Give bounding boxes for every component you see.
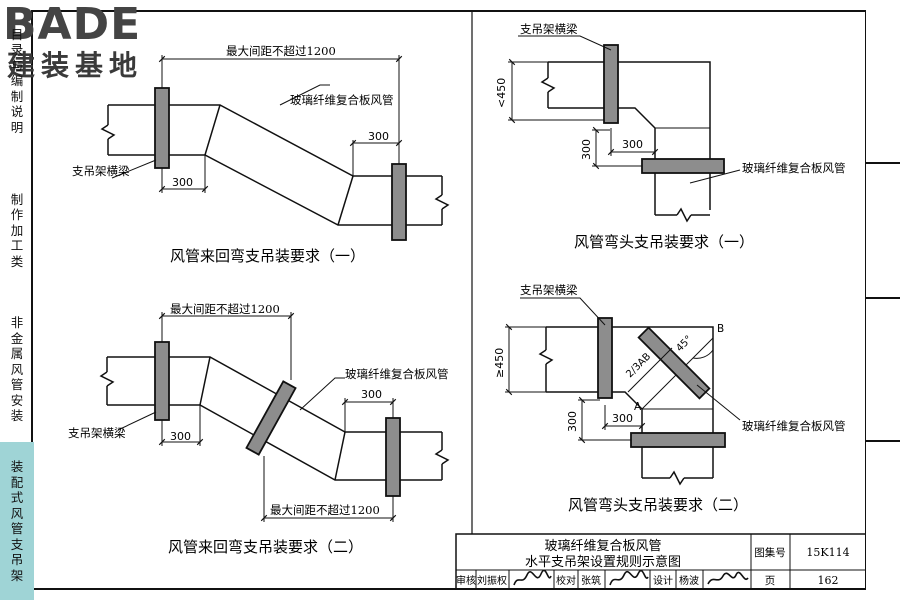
sidebar-divider	[866, 440, 900, 442]
d4-caption: 风管弯头支吊装要求（二）	[568, 496, 748, 514]
d3-dim-450: <450	[495, 78, 508, 108]
hanger-beam	[641, 158, 725, 174]
reviewer-name: 刘振权	[477, 574, 507, 587]
d3-dim-300-v: 300	[580, 139, 593, 160]
d1-hanger-label: 支吊架横梁	[72, 164, 130, 178]
d4-angle: 45°	[674, 334, 694, 354]
hanger-beam	[630, 432, 726, 448]
checker-name: 张筑	[581, 574, 601, 587]
watermark-logo: BADE 建装基地	[3, 0, 171, 88]
hanger-beam	[603, 44, 619, 124]
d2-hanger-label: 支吊架横梁	[68, 426, 126, 440]
hanger-beam	[154, 341, 170, 421]
d1-dim-300-left: 300	[172, 176, 193, 189]
signature-reviewer	[513, 569, 552, 586]
d4-point-a: A	[634, 401, 642, 413]
d4-dim-300-v: 300	[566, 411, 579, 432]
diagram-2	[99, 312, 450, 522]
hanger-beam-angled	[245, 380, 297, 456]
d2-dim-300-left: 300	[170, 430, 191, 443]
page-label: 页	[765, 575, 776, 587]
hanger-beam	[385, 417, 401, 497]
sidebar-divider	[866, 162, 900, 164]
d4-hanger-label: 支吊架横梁	[520, 283, 578, 297]
d4-point-b: B	[717, 323, 724, 335]
d3-duct-label: 玻璃纤维复合板风管	[742, 161, 846, 175]
diagram-3	[508, 35, 741, 223]
sidebar-divider	[866, 297, 900, 299]
d4-dim-300-h: 300	[612, 412, 633, 425]
hanger-beam-angled	[637, 326, 711, 400]
d4-ratio: 2/3AB	[624, 351, 653, 380]
d3-dim-300-h: 300	[622, 138, 643, 151]
hanger-beam	[391, 163, 407, 241]
watermark-subtitle: 建装基地	[7, 49, 144, 82]
d1-duct-label: 玻璃纤维复合板风管	[290, 93, 394, 107]
diagram-4	[505, 297, 741, 486]
d3-caption: 风管弯头支吊装要求（一）	[574, 233, 754, 251]
design-label: 设计	[653, 574, 673, 587]
title-line-2: 水平支吊架设置规则示意图	[525, 554, 681, 570]
check-label: 校对	[556, 574, 576, 587]
d1-caption: 风管来回弯支吊装要求（一）	[170, 247, 365, 265]
signature-checker	[609, 569, 649, 586]
d1-dim-300-right: 300	[368, 130, 389, 143]
d4-dim-450: ≥450	[493, 348, 506, 378]
d2-duct-label: 玻璃纤维复合板风管	[345, 367, 449, 381]
sidebar-item-contents[interactable]: 目录与编制说明	[10, 26, 24, 135]
title-line-1: 玻璃纤维复合板风管	[544, 539, 661, 554]
d2-max-spacing-bottom: 最大间距不超过1200	[270, 503, 380, 517]
chapter-sidebar	[866, 0, 900, 600]
hanger-beam	[597, 317, 613, 399]
sidebar-item-prefab-support[interactable]: 装配式风管支吊架	[0, 442, 34, 600]
sidebar-item-fabrication[interactable]: 制作加工类	[10, 191, 24, 269]
d2-caption: 风管来回弯支吊装要求（二）	[168, 538, 363, 556]
d4-duct-label: 玻璃纤维复合板风管	[742, 419, 846, 433]
signature-designer	[707, 571, 749, 585]
review-label: 审核	[456, 574, 476, 587]
sidebar-item-nonmetal-duct[interactable]: 非金属风管安装	[10, 315, 24, 424]
atlas-number: 15K114	[806, 546, 849, 559]
atlas-label: 图集号	[754, 546, 786, 559]
d1-max-spacing: 最大间距不超过1200	[226, 44, 336, 58]
d2-max-spacing-top: 最大间距不超过1200	[170, 302, 280, 316]
designer-name: 杨波	[679, 574, 699, 587]
page-number: 162	[818, 574, 839, 587]
diagram-1	[100, 55, 450, 241]
d3-hanger-label: 支吊架横梁	[520, 22, 578, 36]
watermark-brand: BADE	[3, 0, 142, 50]
hanger-beam	[154, 87, 170, 169]
d2-dim-300-right: 300	[361, 388, 382, 401]
